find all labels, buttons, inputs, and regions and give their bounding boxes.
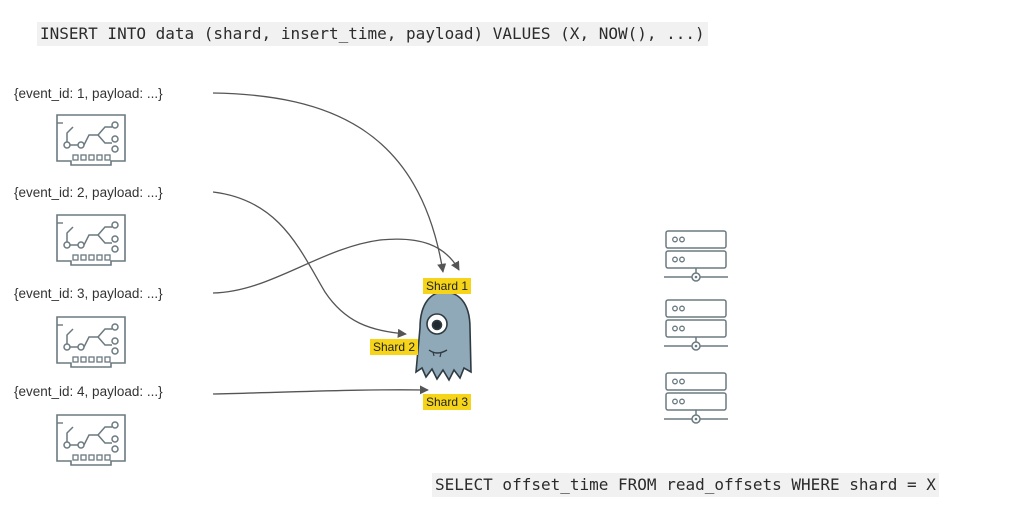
- select-query: SELECT offset_time FROM read_offsets WHE…: [432, 473, 939, 497]
- event-label-2: {event_id: 2, payload: ...}: [14, 185, 163, 200]
- arrow-event-2-to-shard-2: [212, 191, 407, 338]
- circuit-board-icon: [56, 414, 126, 466]
- shard-1-label: Shard 1: [423, 278, 472, 294]
- server-rack-icon: [663, 372, 729, 424]
- arrow-event-4-to-shard-3: [212, 385, 429, 395]
- server-rack-icon: [663, 230, 729, 282]
- event-label-1: {event_id: 1, payload: ...}: [14, 86, 163, 101]
- circuit-board-icon: [56, 114, 126, 166]
- event-label-3: {event_id: 3, payload: ...}: [14, 286, 163, 301]
- circuit-board-icon: [56, 214, 126, 266]
- server-rack-icon: [663, 299, 729, 351]
- arrow-event-1-to-shard-1: [212, 92, 447, 273]
- arrow-event-3-to-shard-1: [212, 238, 460, 294]
- event-label-4: {event_id: 4, payload: ...}: [14, 384, 163, 399]
- shard-2-label: Shard 2: [370, 339, 419, 355]
- insert-query: INSERT INTO data (shard, insert_time, pa…: [37, 22, 708, 46]
- circuit-board-icon: [56, 316, 126, 368]
- shard-3-label: Shard 3: [423, 394, 472, 410]
- octopus-mascot-icon: [415, 291, 472, 382]
